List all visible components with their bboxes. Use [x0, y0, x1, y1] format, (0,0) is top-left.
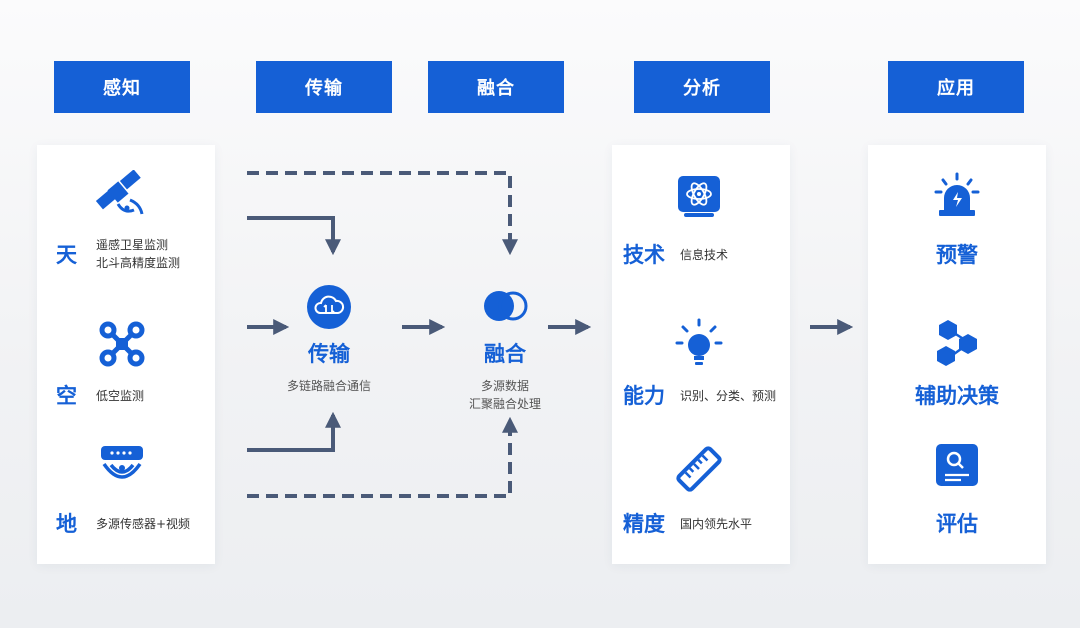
hexagon-network-icon [937, 320, 977, 366]
header-analysis: 分析 [634, 61, 770, 113]
transmission-desc: 多链路融合通信 [286, 379, 371, 393]
tech-desc: 信息技术 [680, 248, 729, 262]
warning-label: 预警 [936, 243, 978, 267]
fusion-title: 融合 [484, 342, 526, 366]
ruler-icon [676, 446, 722, 492]
tech-label: 技术 [623, 243, 665, 267]
dashed-arrow-bottom [247, 416, 518, 498]
ability-label: 能力 [623, 384, 665, 408]
ability-desc: 识别、分类、预测 [680, 389, 777, 403]
drone-icon [99, 321, 145, 367]
air-line-1: 低空监测 [96, 389, 145, 403]
fusion-line-2: 汇聚融合处理 [468, 397, 541, 411]
dashed-arrow-top [247, 171, 518, 256]
evaluation-label: 评估 [936, 512, 978, 536]
ground-label: 地 [56, 512, 77, 536]
perception-card [37, 145, 215, 564]
fusion-line-1: 多源数据 [480, 379, 529, 393]
transmission-title: 传输 [308, 342, 350, 366]
sky-line-1: 遥感卫星监测 [96, 238, 169, 252]
sky-label: 天 [56, 243, 77, 267]
header-fusion: 融合 [428, 61, 564, 113]
atom-screen-icon [678, 176, 720, 217]
alarm-icon [934, 172, 980, 216]
sky-line-2: 北斗高精度监测 [96, 256, 181, 270]
solid-arrow-bottom [247, 411, 341, 452]
precision-label: 精度 [623, 512, 665, 536]
sensor-icon [101, 446, 143, 479]
solid-arrow-top [247, 216, 341, 256]
decision-label: 辅助决策 [915, 384, 999, 408]
satellite-icon [95, 170, 144, 215]
evaluation-doc-icon [936, 444, 978, 486]
fusion-circles-icon [484, 291, 528, 321]
precision-desc: 国内领先水平 [680, 517, 753, 531]
header-transmission: 传输 [256, 61, 392, 113]
header-perception: 感知 [54, 61, 190, 113]
lightbulb-icon [675, 318, 723, 365]
ground-line-1: 多源传感器+视频 [96, 517, 191, 531]
air-label: 空 [56, 384, 77, 408]
cloud-transfer-icon [307, 285, 351, 329]
header-application: 应用 [888, 61, 1024, 113]
